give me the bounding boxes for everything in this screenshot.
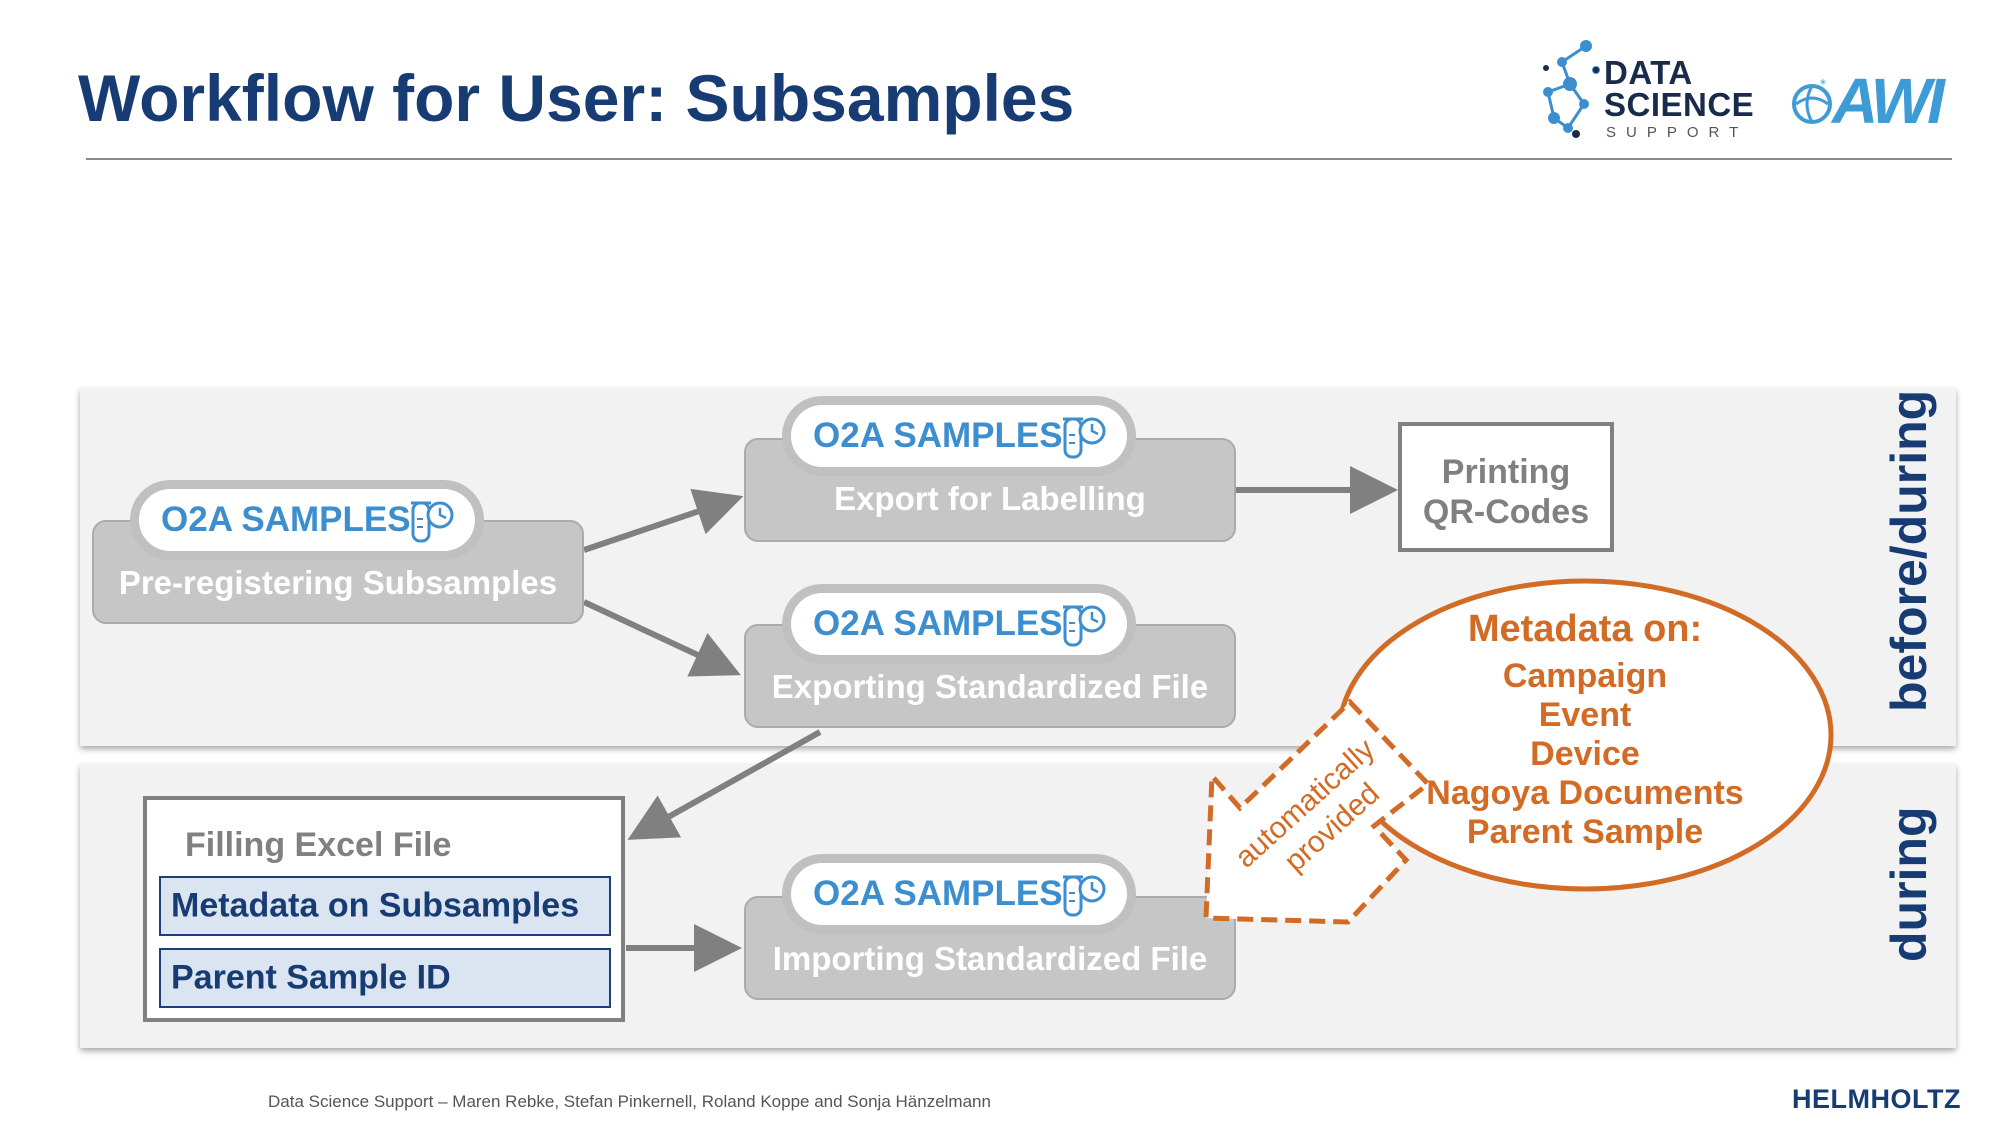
o2a-samples-badge: O2A SAMPLES <box>130 480 484 560</box>
o2a-samples-badge: O2A SAMPLES <box>782 584 1136 664</box>
o2a-samples-label: O2A SAMPLES <box>161 500 411 539</box>
export-standard-step-label: Exporting Standardized File <box>771 668 1209 705</box>
o2a-samples-badge: O2A SAMPLES <box>782 854 1136 934</box>
footer-credits: Data Science Support – Maren Rebke, Stef… <box>268 1092 991 1111</box>
sample-tube-icon <box>1063 417 1106 459</box>
logo-text-data: DATA <box>1604 54 1693 91</box>
sample-tube-icon <box>1063 875 1106 917</box>
arrow-to-excel <box>627 729 822 840</box>
o2a-samples-label: O2A SAMPLES <box>813 874 1063 913</box>
title-divider <box>86 158 1952 160</box>
globe-icon: * <box>1792 78 1832 124</box>
logo-text-support: SUPPORT <box>1606 124 1749 141</box>
parent-sample-id-field: Parent Sample ID <box>159 948 611 1008</box>
metadata-item-parent-sample: Parent Sample <box>1466 813 1704 851</box>
automatically-provided-arrow: automatically provided <box>1203 698 1432 925</box>
sample-tube-icon <box>411 501 454 543</box>
network-icon <box>1543 40 1600 138</box>
arrow-to-export-standard <box>582 599 741 677</box>
helmholtz-logo: HELMHOLTZ <box>1792 1084 1961 1114</box>
export-labelling-step-label: Export for Labelling <box>834 480 1146 517</box>
import-standard-step-label: Importing Standardized File <box>772 940 1208 977</box>
logo-text-science: SCIENCE <box>1604 86 1755 123</box>
metadata-item-campaign: Campaign <box>1502 657 1668 695</box>
printing-qr-codes-box: Printing QR-Codes <box>1398 422 1614 552</box>
o2a-samples-label: O2A SAMPLES <box>813 604 1063 643</box>
o2a-samples-label: O2A SAMPLES <box>813 416 1063 455</box>
parent-sample-id-label: Parent Sample ID <box>171 958 451 997</box>
metadata-subsamples-field: Metadata on Subsamples <box>159 876 611 936</box>
excel-box-title: Filling Excel File <box>185 826 452 864</box>
page-title: Workflow for User: Subsamples <box>78 61 1075 135</box>
o2a-samples-badge: O2A SAMPLES <box>782 396 1136 476</box>
printing-label: Printing <box>1441 453 1571 491</box>
metadata-item-event: Event <box>1538 696 1632 734</box>
metadata-title: Metadata on: <box>1467 608 1703 650</box>
svg-text:*: * <box>1820 78 1826 91</box>
metadata-item-nagoya: Nagoya Documents <box>1426 774 1744 812</box>
arrow-to-export-labelling <box>583 488 744 553</box>
qr-codes-label: QR-Codes <box>1422 493 1590 531</box>
awi-logo: * AWI <box>1790 64 1960 144</box>
data-science-support-logo: DATA SCIENCE SUPPORT <box>1540 34 1760 144</box>
metadata-item-device: Device <box>1530 735 1640 773</box>
filling-excel-file-box: Filling Excel File Metadata on Subsample… <box>143 796 625 1022</box>
sample-tube-icon <box>1063 605 1106 647</box>
metadata-subsamples-label: Metadata on Subsamples <box>171 886 580 925</box>
metadata-list: Metadata on: Campaign Event Device Nagoy… <box>1400 608 1770 852</box>
preregister-step-label: Pre-registering Subsamples <box>118 564 558 601</box>
awi-logo-text: AWI <box>1832 65 1945 137</box>
